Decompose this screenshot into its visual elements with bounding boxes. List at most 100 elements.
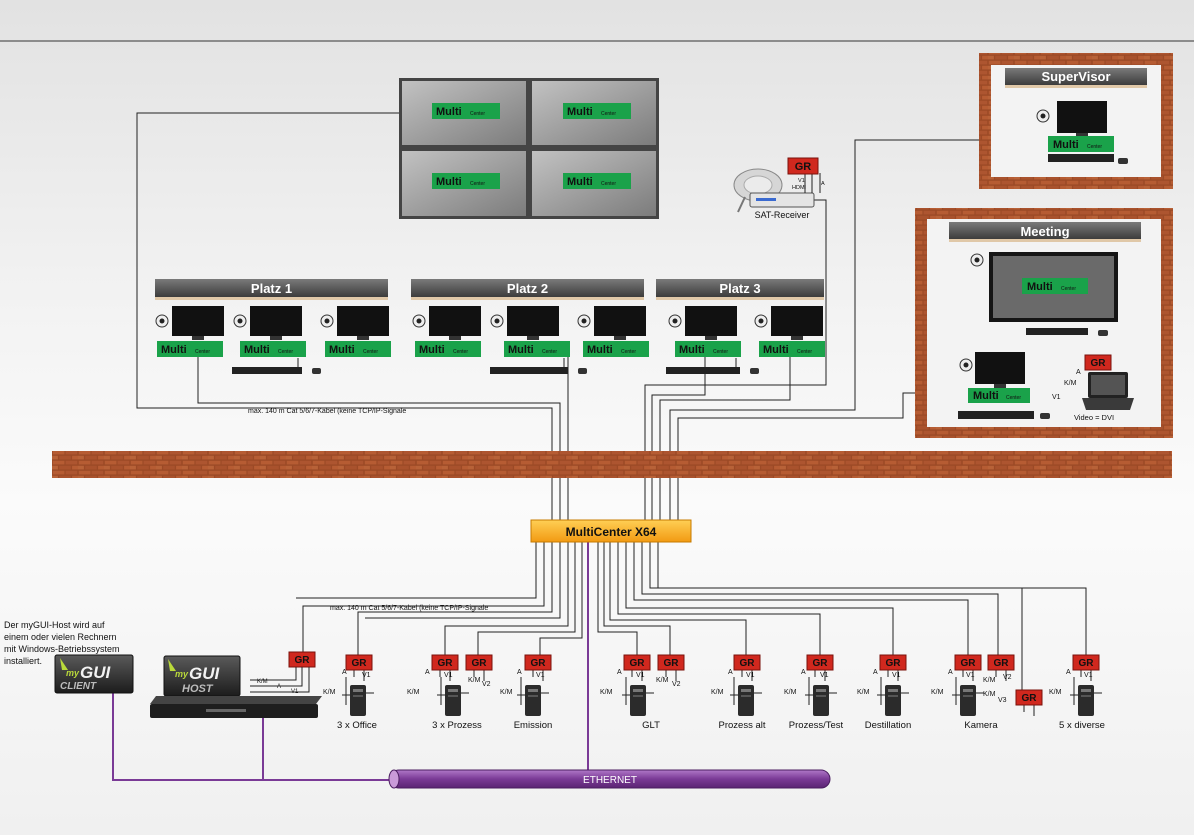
svg-text:Center: Center bbox=[621, 349, 636, 355]
target-pc-icon bbox=[525, 685, 541, 716]
port-label-km: K/M bbox=[857, 689, 870, 696]
svg-text:Multi: Multi bbox=[419, 344, 445, 356]
host-logo-gui: GUI bbox=[189, 664, 221, 683]
meeting-badge: Multi Center bbox=[1022, 278, 1088, 294]
target-pc-icon bbox=[960, 685, 976, 716]
speaker-icon bbox=[577, 314, 591, 328]
target-label: 3 x Office bbox=[337, 720, 377, 731]
gui-host-device bbox=[150, 655, 322, 718]
multicenter-label: MultiCenter X64 bbox=[566, 525, 657, 539]
host-note-line-3: mit Windows-Betriebssystem bbox=[4, 644, 120, 654]
svg-text:Center: Center bbox=[470, 181, 485, 187]
svg-text:GR: GR bbox=[630, 658, 646, 669]
monitor-icon bbox=[172, 306, 224, 340]
platz-title-bar: Platz 1 bbox=[155, 279, 388, 300]
multicenter-badge: Multi Center bbox=[675, 341, 741, 357]
svg-text:GR: GR bbox=[295, 655, 311, 666]
target-pc-icon bbox=[630, 685, 646, 716]
gr-badge: GR bbox=[623, 654, 651, 671]
svg-text:Multi: Multi bbox=[973, 390, 999, 402]
target-label: Kamera bbox=[964, 720, 998, 731]
monitor-icon bbox=[250, 306, 302, 340]
multicenter-box bbox=[530, 519, 692, 543]
svg-text:Platz 3: Platz 3 bbox=[719, 281, 760, 296]
target-computers bbox=[342, 670, 1102, 716]
svg-text:Multi: Multi bbox=[244, 344, 270, 356]
target-pc-icon bbox=[885, 685, 901, 716]
keyboard-icon bbox=[666, 367, 759, 374]
svg-text:Center: Center bbox=[1006, 395, 1021, 401]
sat-receiver bbox=[733, 168, 815, 213]
gr-badge: GR bbox=[733, 654, 761, 671]
video-wall bbox=[399, 78, 659, 219]
client-logo-word: CLIENT bbox=[60, 681, 97, 692]
target-pc-icon bbox=[350, 685, 366, 716]
host-logo-my: my bbox=[175, 669, 189, 679]
platz-title-bar: Platz 3 bbox=[656, 279, 824, 300]
sat-port-v1: V1 bbox=[798, 178, 805, 184]
port-label-v1: V1 bbox=[1084, 672, 1093, 679]
port-label-km: K/M bbox=[500, 689, 513, 696]
svg-text:Center: Center bbox=[713, 349, 728, 355]
gr-badge: GR bbox=[987, 654, 1015, 671]
speaker-icon bbox=[412, 314, 426, 328]
meeting-title-bar: Meeting bbox=[949, 222, 1141, 242]
svg-text:GR: GR bbox=[352, 658, 368, 669]
port-label-v1: V1 bbox=[966, 672, 975, 679]
monitor-icon bbox=[429, 306, 481, 340]
meeting-port-v1: V1 bbox=[1052, 394, 1061, 401]
videowall-badge: Multi Center bbox=[563, 103, 631, 119]
gr-badge: GR bbox=[806, 654, 834, 671]
host-port-a: A bbox=[277, 684, 281, 690]
port-label-v3: V3 bbox=[998, 697, 1007, 704]
svg-text:Center: Center bbox=[195, 349, 210, 355]
port-label-a: A bbox=[801, 669, 806, 676]
gr-badge: GR bbox=[1072, 654, 1100, 671]
svg-text:Multi: Multi bbox=[1027, 281, 1053, 293]
svg-text:Multi: Multi bbox=[508, 344, 534, 356]
host-gr-badge: GR bbox=[288, 651, 316, 668]
host-note-line-1: Der myGUI-Host wird auf bbox=[4, 620, 105, 630]
cable-label-bottom: max. 140 m Cat 5/6/7-Kabel (keine TCP/IP… bbox=[330, 605, 488, 612]
svg-text:GR: GR bbox=[994, 658, 1010, 669]
monitor-icon bbox=[771, 306, 823, 340]
svg-text:SuperVisor: SuperVisor bbox=[1041, 69, 1110, 84]
port-label-a: A bbox=[617, 669, 622, 676]
port-label-a: A bbox=[948, 669, 953, 676]
svg-text:Center: Center bbox=[601, 111, 616, 117]
svg-text:GR: GR bbox=[472, 658, 488, 669]
speaker-icon bbox=[320, 314, 334, 328]
port-label-v1: V1 bbox=[820, 672, 829, 679]
gr-badge: GR bbox=[954, 654, 982, 671]
brick-wall bbox=[52, 451, 1172, 478]
ethernet-label: ETHERNET bbox=[583, 775, 637, 786]
gr-badge: GR bbox=[787, 157, 819, 175]
host-logo-word: HOST bbox=[182, 683, 214, 695]
client-logo-gui: GUI bbox=[80, 663, 112, 682]
svg-text:Center: Center bbox=[363, 349, 378, 355]
speaker-icon bbox=[155, 314, 169, 328]
host-note-line-2: einem oder vielen Rechnern bbox=[4, 632, 117, 642]
supervisor-title-bar: SuperVisor bbox=[1005, 68, 1147, 88]
svg-text:Center: Center bbox=[797, 349, 812, 355]
svg-text:GR: GR bbox=[795, 161, 812, 173]
svg-text:Meeting: Meeting bbox=[1020, 224, 1069, 239]
svg-text:GR: GR bbox=[740, 658, 756, 669]
platz-equipment bbox=[155, 306, 823, 374]
target-pc-icon bbox=[738, 685, 754, 716]
svg-text:Multi: Multi bbox=[436, 106, 462, 118]
port-label-km: K/M bbox=[468, 677, 481, 684]
port-label-km: K/M bbox=[983, 691, 996, 698]
target-label: Destillation bbox=[865, 720, 911, 731]
monitor-icon bbox=[507, 306, 559, 340]
svg-text:GR: GR bbox=[1022, 693, 1038, 704]
svg-text:Center: Center bbox=[470, 111, 485, 117]
speaker-icon bbox=[754, 314, 768, 328]
svg-text:Multi: Multi bbox=[329, 344, 355, 356]
svg-text:Multi: Multi bbox=[436, 176, 462, 188]
svg-text:Multi: Multi bbox=[679, 344, 705, 356]
